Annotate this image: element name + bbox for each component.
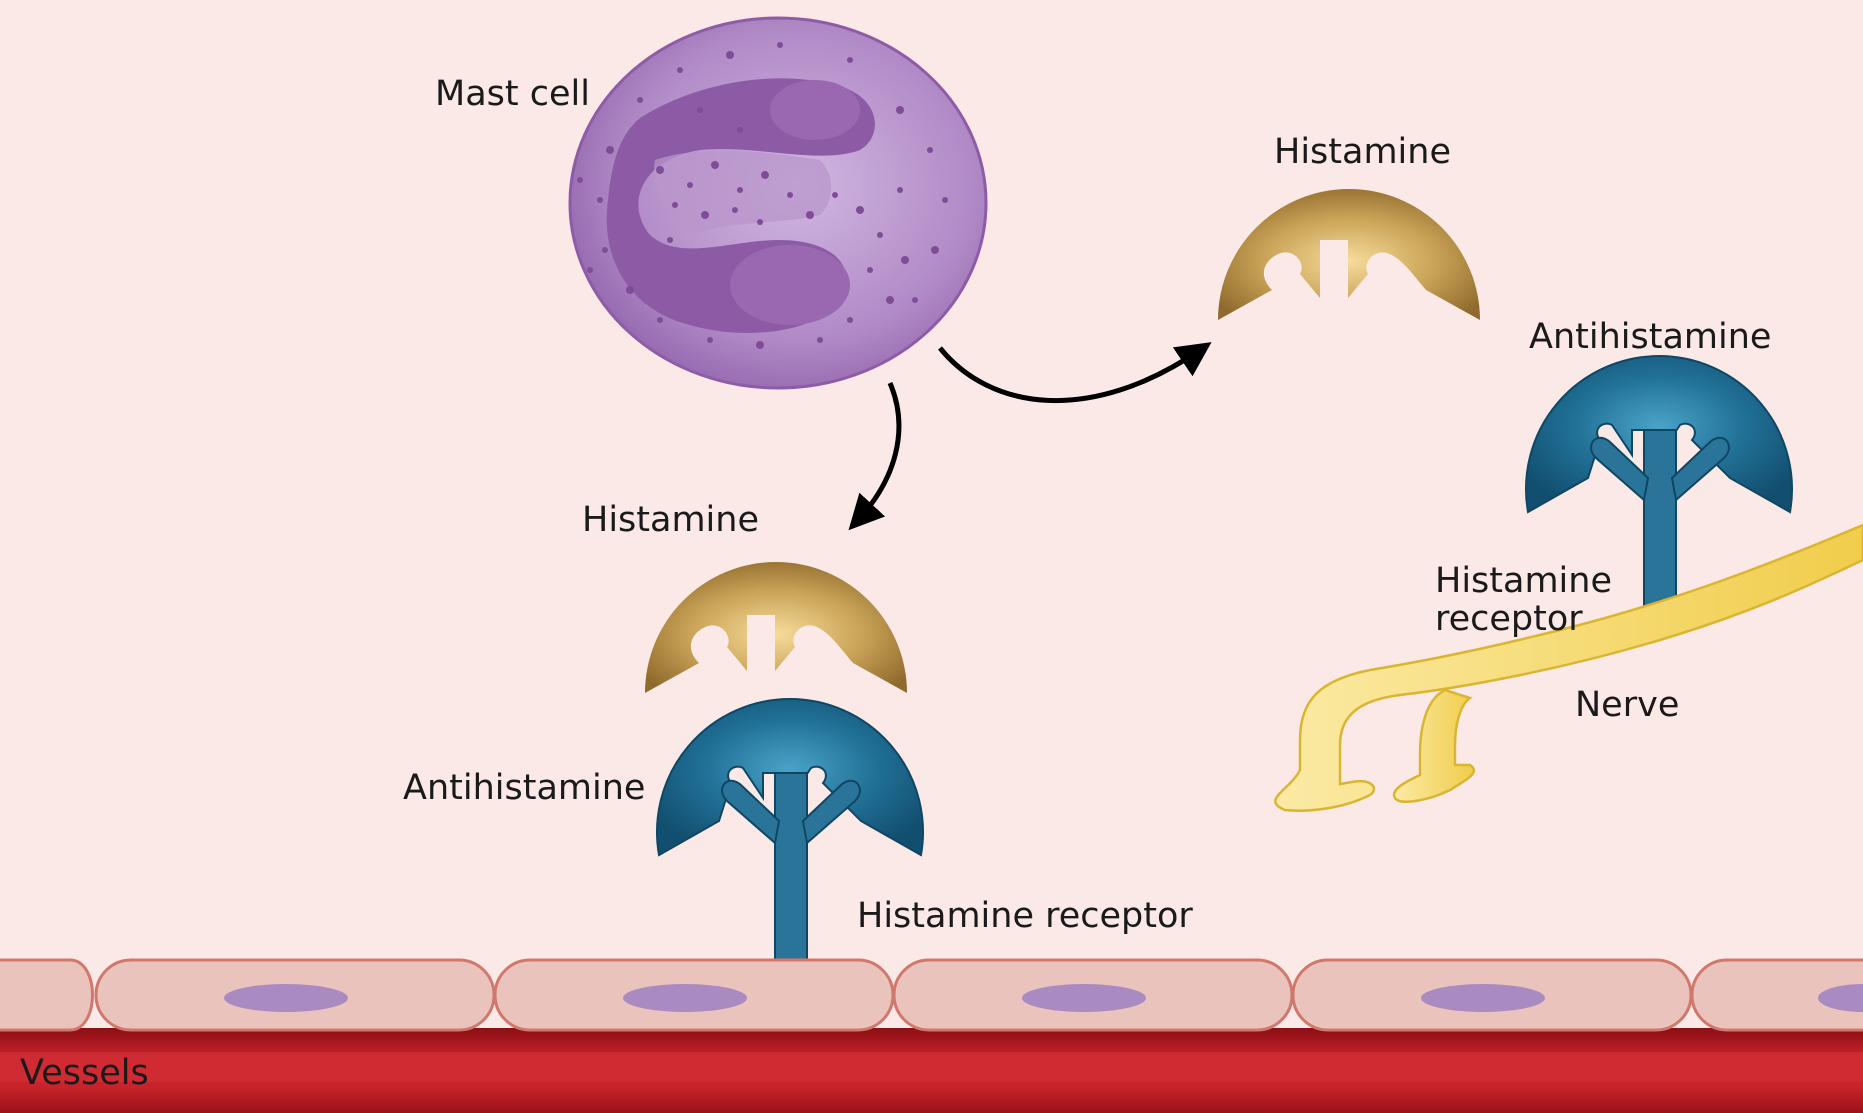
label-histamine-bottom: Histamine bbox=[582, 500, 759, 540]
endothelial-nuclei bbox=[224, 984, 1863, 1012]
arrow-to-histamine-bottom bbox=[848, 382, 902, 531]
label-histamine-receptor-right-line1: Histamine bbox=[1435, 561, 1612, 601]
mast-cell bbox=[568, 16, 988, 390]
label-nerve: Nerve bbox=[1575, 685, 1679, 725]
histamine-molecule-top bbox=[1218, 189, 1480, 320]
label-antihistamine-right: Antihistamine bbox=[1529, 317, 1771, 357]
antihistamine-right bbox=[1525, 355, 1793, 514]
arrow-to-histamine-top bbox=[938, 342, 1212, 403]
nerve bbox=[1274, 523, 1863, 812]
histamine-receptor-bottom bbox=[721, 772, 861, 963]
histamine-receptor-right bbox=[1590, 429, 1730, 613]
label-histamine-receptor-right-line2: receptor bbox=[1435, 599, 1583, 639]
label-antihistamine-left: Antihistamine bbox=[403, 768, 645, 808]
mast-cell-granules bbox=[577, 42, 948, 349]
label-vessels: Vessels bbox=[20, 1053, 149, 1093]
label-mast-cell: Mast cell bbox=[435, 74, 590, 114]
vessel bbox=[0, 1028, 1863, 1113]
antihistamine-left bbox=[656, 698, 924, 857]
label-histamine-receptor-bottom: Histamine receptor bbox=[857, 896, 1193, 936]
label-histamine-top: Histamine bbox=[1274, 132, 1451, 172]
histamine-molecule-bottom bbox=[645, 562, 907, 693]
